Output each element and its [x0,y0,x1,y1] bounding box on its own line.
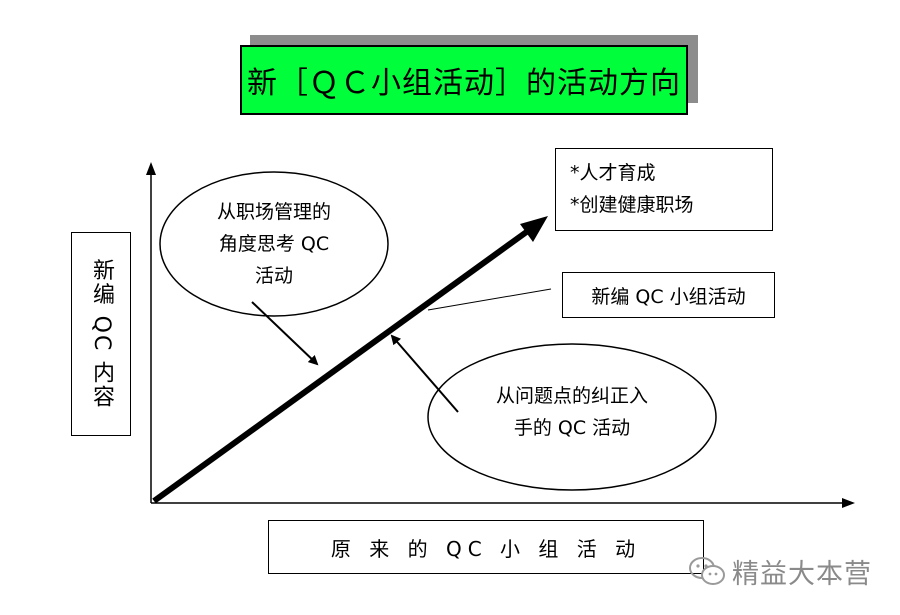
trend-arrow-head [520,216,548,242]
ellipse-upper [159,171,389,317]
page-title: 新［ＱＣ小组活动］的活动方向 [240,45,688,115]
lower-callout-arrow [390,334,459,413]
wechat-icon [689,557,725,585]
ellipse-lower-text: 从问题点的纠正入 手的 QC 活动 [462,380,682,444]
x-axis-label-box: 原 来 的 QC 小 组 活 动 [268,520,704,574]
upper-callout-arrow [251,301,319,366]
target-box: *人才育成 *创建健康职场 [555,148,773,231]
x-axis-arrowhead [842,498,855,508]
y-axis-arrowhead [146,162,156,175]
ellipse-upper-line-1: 从职场管理的 [216,201,331,223]
target-item-1: *人才育成 [570,162,656,184]
watermark: 精益大本营 [688,552,872,590]
x-axis-label: 原 来 的 QC 小 组 活 动 [330,536,642,561]
watermark-text: 精益大本营 [732,558,872,590]
label-leader-line [427,288,552,311]
target-item-2: *创建健康职场 [570,194,694,216]
trend-label: 新编 QC 小组活动 [591,285,746,308]
trend-label-box: 新编 QC 小组活动 [562,272,775,318]
y-axis-label-box: 新编 QC 内容 [71,232,131,436]
ellipse-lower [427,343,717,491]
ellipse-upper-text: 从职场管理的 角度思考 QC 活动 [180,196,368,292]
ellipse-upper-line-3: 活动 [254,265,293,287]
trend-arrow-line [152,225,534,504]
ellipse-lower-line-2: 手的 QC 活动 [513,417,631,439]
ellipse-upper-line-2: 角度思考 QC [218,233,330,255]
y-axis-label: 新编 QC 内容 [89,258,114,410]
ellipse-lower-line-1: 从问题点的纠正入 [495,385,648,407]
title-text: 新［ＱＣ小组活动］的活动方向 [247,66,681,101]
